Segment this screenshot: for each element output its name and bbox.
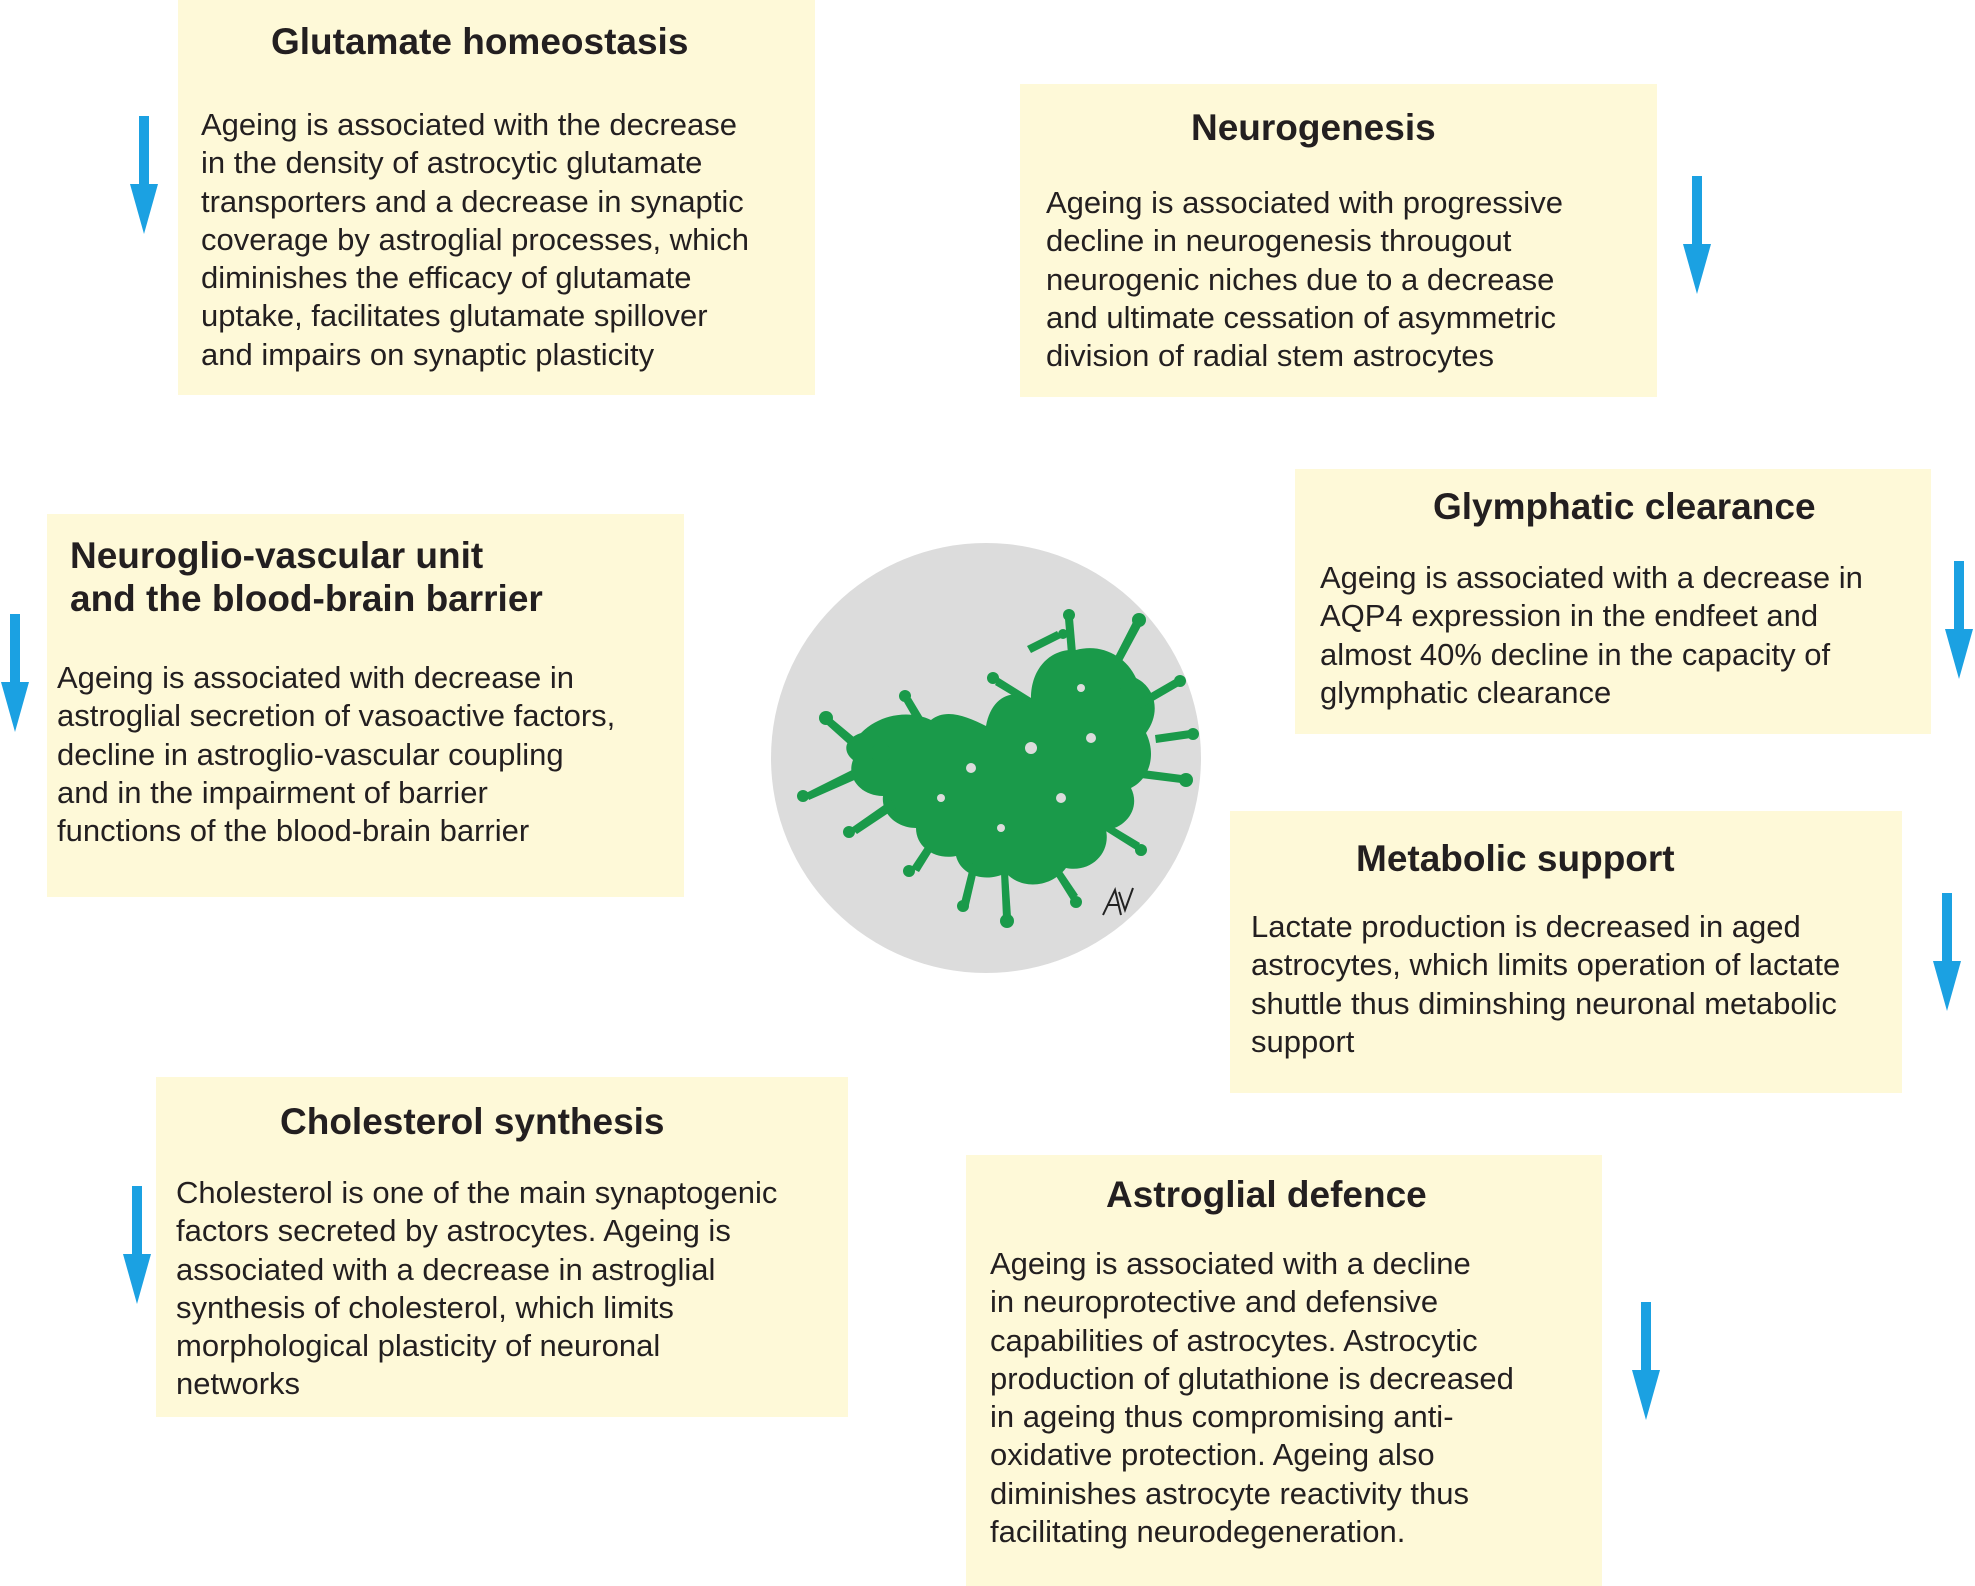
metabolic-decrease-arrow-icon [1933,893,1961,1011]
astroglial-defence-box: Astroglial defence Ageing is associated … [966,1155,1602,1586]
neurogenesis-box: Neurogenesis Ageing is associated with p… [1020,84,1657,397]
metabolic-support-box: Metabolic support Lactate production is … [1230,811,1902,1093]
glymphatic-decrease-arrow-icon [1945,561,1973,679]
cholesterol-decrease-arrow-icon [123,1186,151,1304]
cholesterol-synthesis-box: Cholesterol synthesis Cholesterol is one… [156,1077,848,1417]
glymphatic-clearance-text: Ageing is associated with a decrease in … [1320,560,1863,710]
metabolic-support-text: Lactate production is decreased in aged … [1251,909,1841,1059]
neurogenesis-text: Ageing is associated with progressive de… [1046,185,1563,374]
neuroglio-vascular-text: Ageing is associated with decrease in as… [57,660,616,849]
metabolic-support-title: Metabolic support [1356,838,1675,879]
glutamate-homeostasis-title: Glutamate homeostasis [271,21,689,62]
neuroglio-vascular-title-line1: Neuroglio-vascular unit [70,535,484,576]
glutamate-homeostasis-text: Ageing is associated with the decrease i… [201,107,749,372]
astroglial-defence-text: Ageing is associated with a decline in n… [990,1246,1514,1550]
astrocyte-illustration-icon [771,543,1201,973]
neuroglio-vascular-box: Neuroglio-vascular unit and the blood-br… [47,514,684,897]
glymphatic-clearance-box: Glymphatic clearance Ageing is associate… [1295,469,1931,734]
glymphatic-clearance-title: Glymphatic clearance [1433,486,1816,527]
cholesterol-synthesis-title: Cholesterol synthesis [280,1101,665,1142]
cholesterol-synthesis-text: Cholesterol is one of the main synaptoge… [176,1175,778,1402]
astroglial-defence-title: Astroglial defence [1106,1174,1427,1215]
neuroglio-vascular-title-line2: and the blood-brain barrier [70,578,543,619]
glutamate-decrease-arrow-icon [130,116,158,234]
neurogenesis-title: Neurogenesis [1191,107,1436,148]
neuroglio-vascular-decrease-arrow-icon [1,614,29,732]
astrocyte-icon [797,609,1199,928]
signature-icon [1102,887,1134,916]
glutamate-homeostasis-box: Glutamate homeostasis Ageing is associat… [178,0,815,395]
neurogenesis-decrease-arrow-icon [1683,176,1711,294]
astroglial-defence-decrease-arrow-icon [1632,1302,1660,1420]
